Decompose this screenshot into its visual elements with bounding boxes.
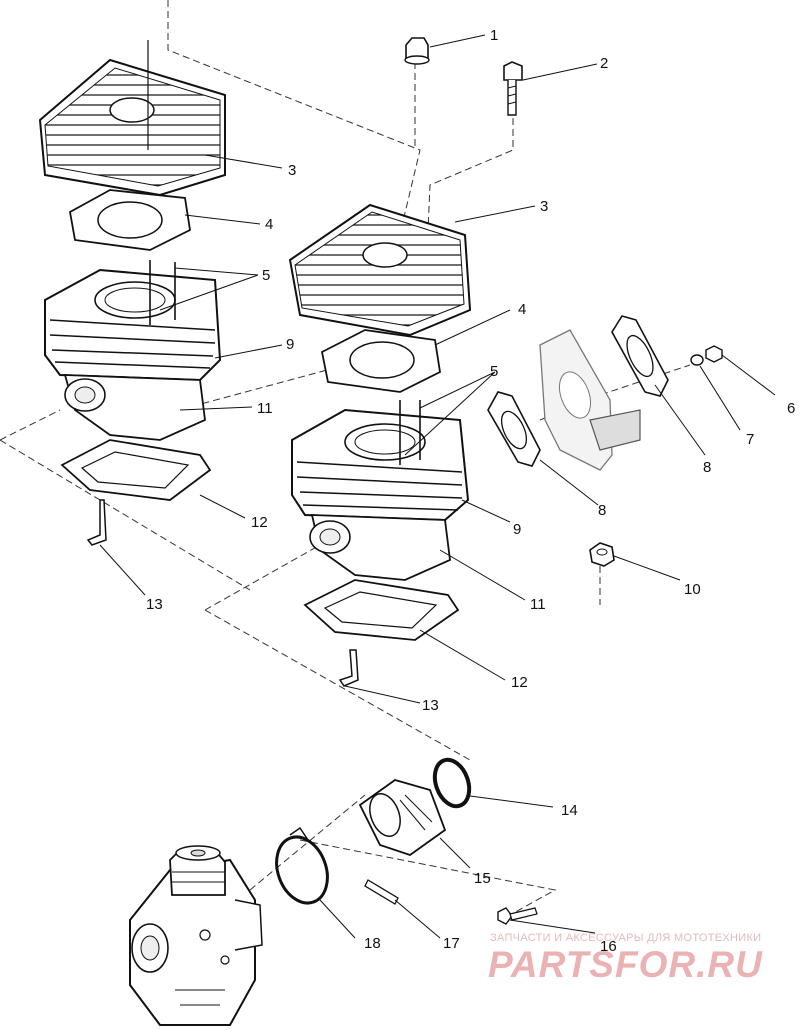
callout-5-right: 5: [490, 363, 498, 380]
callout-8-middle: 8: [598, 502, 606, 519]
intake-block: [539, 329, 641, 471]
callout-4-left: 4: [265, 216, 273, 233]
callout-15: 15: [474, 870, 491, 887]
cylinder-head-left: [38, 40, 226, 197]
callout-7: 7: [746, 431, 754, 448]
callout-8-right: 8: [703, 459, 711, 476]
leader-lines: [99, 34, 776, 939]
callout-13-left: 13: [146, 596, 163, 613]
callout-11-left: 11: [257, 400, 273, 417]
stud-right: [338, 649, 359, 687]
cylinder-left: [44, 260, 222, 441]
watermark-tagline: ЗАПЧАСТИ И АКСЕССУАРЫ ДЛЯ МОТОТЕХНИКИ: [490, 932, 762, 944]
callout-18: 18: [364, 935, 381, 952]
callout-9-left: 9: [286, 336, 294, 353]
nut-6: [705, 345, 723, 363]
screw-17: [364, 879, 399, 905]
callout-3-left: 3: [288, 162, 296, 179]
base-gasket-left: [60, 439, 212, 501]
callout-14: 14: [561, 802, 578, 819]
stud-left: [86, 499, 107, 546]
bolt-1: [404, 37, 430, 65]
callout-17: 17: [443, 935, 460, 952]
callout-9-right: 9: [513, 521, 521, 538]
bolt-16: [497, 907, 538, 925]
callout-13-right: 13: [422, 697, 439, 714]
callout-4-right: 4: [518, 301, 526, 318]
callout-6: 6: [787, 400, 795, 417]
callout-1: 1: [490, 27, 498, 44]
clamp-18: [275, 826, 329, 905]
intake-gasket-middle: [487, 391, 541, 467]
o-ring-14: [432, 757, 472, 809]
bolt-2: [503, 61, 523, 116]
head-gasket-left: [69, 189, 191, 251]
watermark-brand: PARTSFOR.RU: [488, 944, 763, 985]
callout-12-right: 12: [511, 674, 528, 691]
nut-10: [589, 542, 615, 567]
washer-7: [690, 354, 704, 366]
callout-5-left: 5: [262, 267, 270, 284]
base-gasket-right: [303, 579, 460, 641]
callout-11-right: 11: [530, 596, 546, 613]
cylinder-right: [291, 400, 470, 581]
callout-12-left: 12: [251, 514, 268, 531]
cylinder-head-right: [288, 203, 472, 337]
head-gasket-right: [320, 329, 441, 393]
callout-16: 16: [600, 938, 617, 955]
callout-3-right: 3: [540, 198, 548, 215]
intake-manifold-15: [358, 779, 447, 856]
intake-gasket-right: [611, 315, 669, 397]
callout-2: 2: [600, 55, 608, 72]
callout-10: 10: [684, 581, 701, 598]
carburetor: [129, 845, 263, 1026]
